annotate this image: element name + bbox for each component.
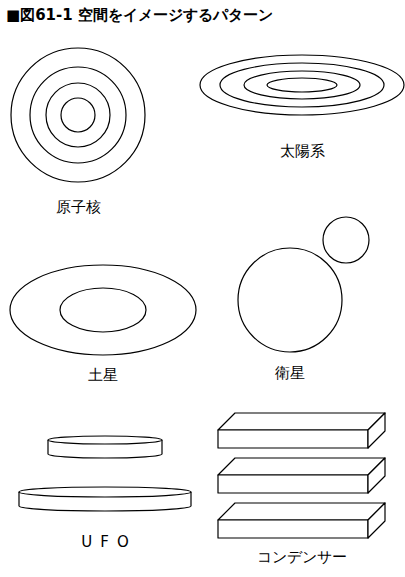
capacitor-figure: [218, 413, 385, 538]
figure-label: UFO: [71, 533, 138, 551]
satellite-figure: [238, 217, 369, 352]
figure-label: コンデンサー: [255, 548, 349, 566]
figure-label: 太陽系: [278, 142, 327, 160]
figure-label: 衛星: [273, 364, 307, 382]
nucleus-figure: [11, 48, 145, 182]
figure-label: 土星: [86, 366, 120, 384]
saturn-figure: [10, 265, 196, 355]
ufo-figure: [19, 436, 191, 511]
figure-title: ■図61-1 空間をイメージするパターン: [6, 6, 273, 24]
figure-label: 原子核: [54, 198, 103, 216]
solar-system-figure: [200, 55, 404, 115]
